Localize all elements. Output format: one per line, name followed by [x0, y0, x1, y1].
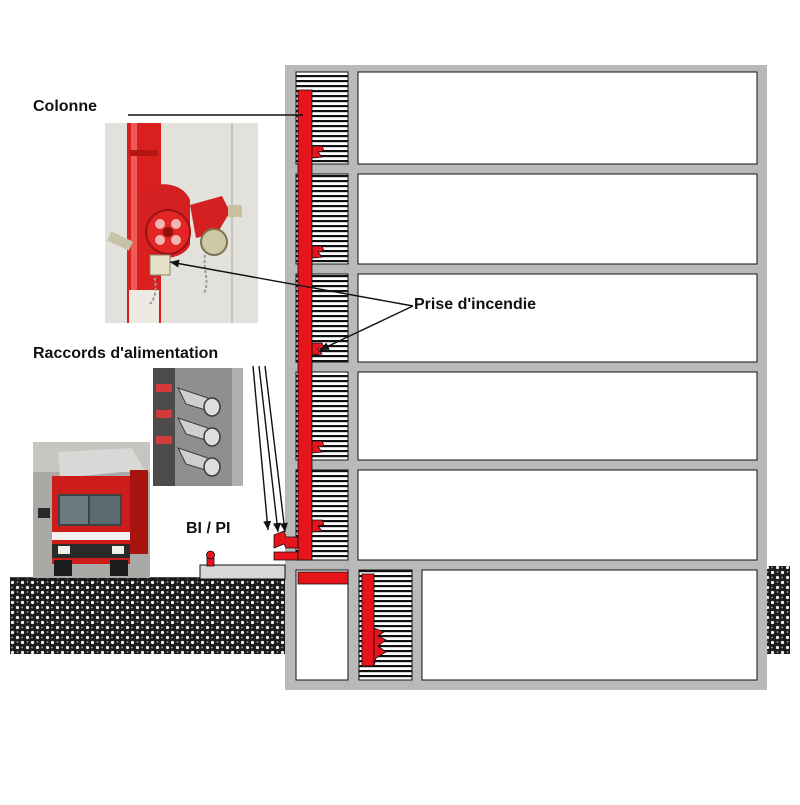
ground-left	[10, 578, 285, 654]
raccords-arrow-3	[264, 365, 288, 533]
room-floor-5	[357, 71, 758, 165]
room-floor-2	[357, 371, 758, 461]
basement-riser	[361, 573, 375, 667]
basement	[295, 569, 758, 681]
hydrant-base	[199, 564, 286, 580]
photo-colonne	[105, 123, 258, 323]
prise-arrow-photo	[169, 259, 414, 307]
room-floor-1	[357, 469, 758, 561]
basement-outlet	[373, 627, 387, 667]
label-raccords-alimentation: Raccords d'alimentation	[33, 345, 219, 362]
label-colonne: Colonne	[33, 98, 97, 115]
hydrant-cap	[206, 550, 215, 560]
room-floor-3	[357, 273, 758, 363]
hydrant-slab	[199, 550, 286, 580]
ground-right	[767, 566, 790, 654]
dry-riser-column	[273, 89, 387, 667]
basement-room	[421, 569, 758, 681]
building	[285, 65, 767, 690]
label-bi-pi: BI / PI	[186, 520, 231, 537]
basement-left-room	[295, 569, 349, 681]
fire-outlet-floor-5	[311, 145, 325, 159]
raccords-arrow-1	[252, 365, 272, 531]
riser-pipe	[297, 89, 313, 561]
floor-rooms	[357, 71, 758, 561]
fire-outlet-floor-1	[311, 519, 325, 533]
prise-arrow-building	[319, 305, 414, 351]
raccords-arrow-2	[258, 365, 281, 533]
label-prise-incendie: Prise d'incendie	[414, 296, 537, 313]
basement-feed-pipe	[297, 571, 349, 585]
photo-fire-truck	[33, 442, 150, 578]
fire-outlet-floor-2	[311, 440, 325, 454]
photo-raccords	[153, 368, 243, 486]
feed-connection	[273, 530, 299, 549]
room-floor-4	[357, 173, 758, 265]
fire-outlet-floor-4	[311, 245, 325, 259]
feed-connection-lower	[273, 551, 299, 561]
annotation-lines	[128, 114, 414, 533]
